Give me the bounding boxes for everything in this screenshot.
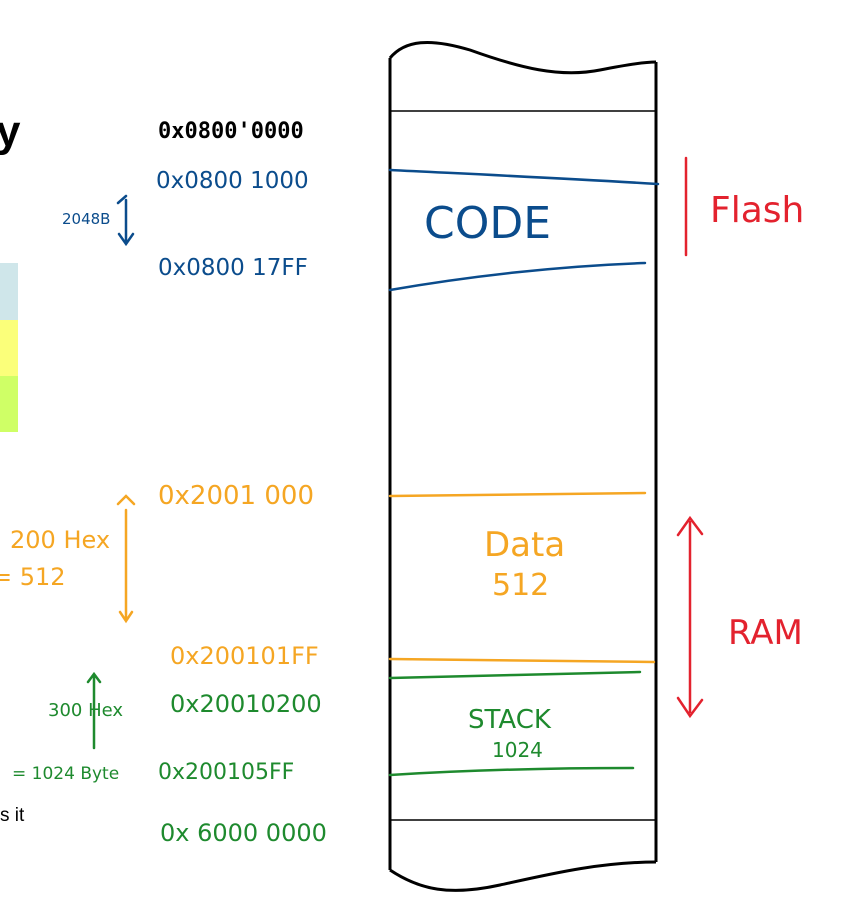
data-top-line bbox=[388, 491, 647, 498]
column-bottom-wave bbox=[389, 860, 657, 892]
body-text-fragment: s it bbox=[0, 805, 25, 826]
code-section bbox=[116, 168, 660, 292]
address-code-start: 0x0800 1000 bbox=[156, 168, 309, 194]
address-data-start: 0x2001 000 bbox=[158, 481, 314, 511]
band-cyan bbox=[0, 263, 18, 320]
data-block-label-line1: Data bbox=[484, 525, 565, 565]
column-top-wave bbox=[388, 40, 657, 75]
data-size-arrow bbox=[116, 494, 136, 624]
code-size-label: 2048B bbox=[62, 210, 110, 228]
code-bottom-line bbox=[388, 261, 647, 292]
address-code-end: 0x0800 17FF bbox=[158, 255, 308, 281]
stack-size-hex-label: 300 Hex bbox=[48, 700, 123, 721]
stack-size-dec-label: = 1024 Byte bbox=[12, 764, 119, 784]
slide-title-fragment: y bbox=[0, 107, 21, 156]
ram-bracket bbox=[676, 515, 704, 719]
address-top-printed: 0x0800'0000 bbox=[158, 119, 304, 144]
stack-block-label-line1: STACK bbox=[468, 705, 552, 735]
stack-section bbox=[86, 670, 642, 777]
code-size-arrow bbox=[116, 194, 135, 247]
region-label-flash: Flash bbox=[710, 190, 804, 231]
stack-size-arrow bbox=[86, 671, 102, 750]
band-lime bbox=[0, 376, 18, 432]
address-data-end: 0x200101FF bbox=[170, 642, 319, 670]
region-label-ram: RAM bbox=[728, 613, 803, 653]
stack-top-line bbox=[388, 670, 642, 680]
code-top-line bbox=[388, 168, 660, 186]
stack-bottom-line bbox=[388, 766, 635, 777]
data-section bbox=[116, 491, 656, 664]
region-brackets bbox=[676, 156, 704, 719]
data-size-hex-label: 200 Hex bbox=[10, 526, 110, 554]
address-stack-start: 0x20010200 bbox=[170, 690, 322, 718]
memory-column bbox=[388, 40, 658, 892]
address-bottom: 0x 6000 0000 bbox=[160, 819, 327, 847]
code-block-label: CODE bbox=[424, 198, 551, 249]
data-block-label-line2: 512 bbox=[492, 568, 549, 603]
data-bottom-line bbox=[388, 657, 656, 664]
band-yellow bbox=[0, 320, 18, 376]
stack-block-label-line2: 1024 bbox=[492, 738, 543, 762]
address-stack-end: 0x200105FF bbox=[158, 760, 294, 785]
data-size-dec-label: = 512 bbox=[0, 563, 66, 591]
